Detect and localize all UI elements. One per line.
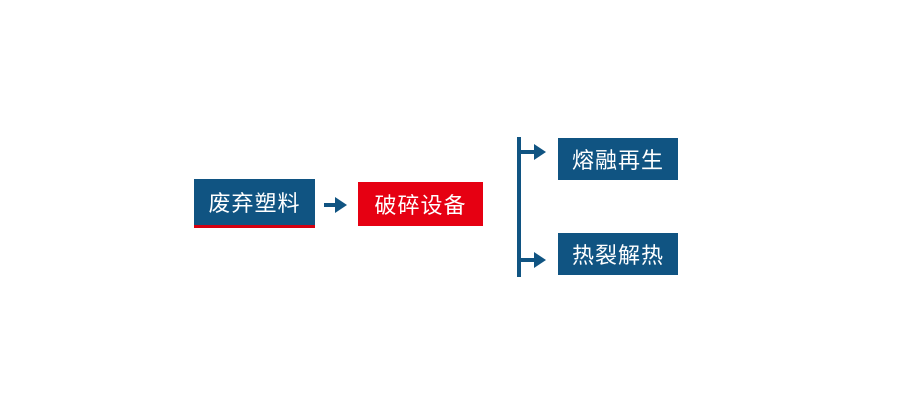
node-melt-regeneration: 熔融再生 <box>558 138 678 180</box>
node-waste-plastic-label: 废弃塑料 <box>208 191 301 216</box>
branch-top-right-arrow-icon <box>521 142 546 162</box>
node-crushing-equipment-label: 破碎设备 <box>374 193 467 218</box>
arrow-head <box>534 144 546 160</box>
arrow-shaft <box>324 203 337 207</box>
branch-connector-line <box>517 137 521 277</box>
node-melt-regeneration-label: 熔融再生 <box>571 148 664 173</box>
arrow-head <box>335 197 347 213</box>
node-crushing-equipment: 破碎设备 <box>358 182 483 226</box>
arrow-shaft <box>521 150 536 154</box>
arrow-head <box>534 252 546 268</box>
right-arrow-icon <box>324 195 347 215</box>
node-waste-plastic: 废弃塑料 <box>194 179 315 228</box>
node-pyrolysis-label: 热裂解热 <box>571 243 664 268</box>
node-pyrolysis: 热裂解热 <box>558 233 678 275</box>
branch-bottom-right-arrow-icon <box>521 250 546 270</box>
arrow-shaft <box>521 258 536 262</box>
